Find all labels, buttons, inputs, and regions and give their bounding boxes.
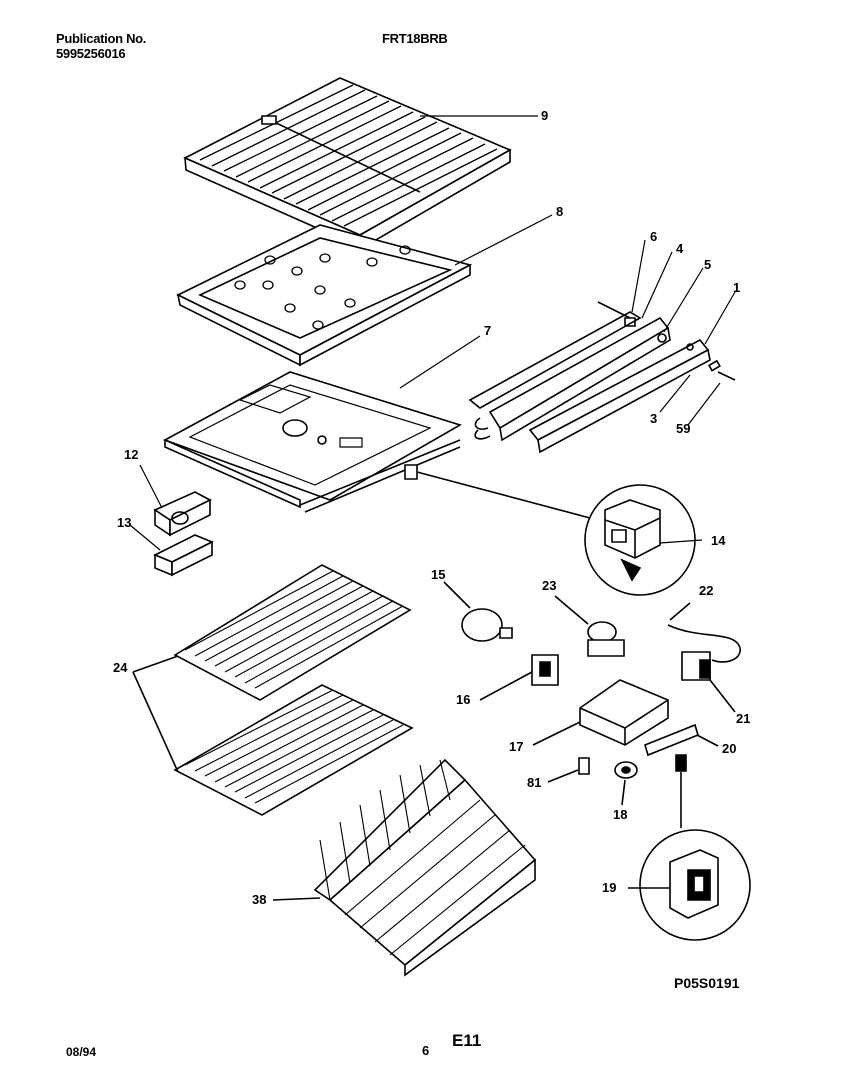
detail-circle-part-14: [405, 465, 695, 595]
drawing-code: P05S0191: [674, 975, 740, 991]
callout-4: 4: [676, 241, 684, 256]
callout-16: 16: [456, 692, 471, 707]
page-number: 6: [422, 1043, 430, 1058]
callout-15: 15: [431, 567, 446, 582]
control-plate-part-7: [165, 372, 460, 512]
control-housing-parts-1-4-5-6: [470, 302, 735, 452]
switch-part-16: [480, 655, 558, 700]
damper-control-part-23: [555, 596, 624, 656]
callout-81: 81: [527, 775, 542, 790]
callout-9: 9: [541, 108, 549, 123]
screw-part-81: [548, 758, 589, 782]
callout-3: 3: [650, 411, 658, 426]
callout-38: 38: [252, 892, 267, 907]
detail-circle-part-19: [628, 755, 750, 940]
callout-24: 24: [113, 660, 128, 675]
callout-22: 22: [699, 583, 714, 598]
top-shelf-part-9: [185, 78, 510, 248]
callout-20: 20: [722, 741, 737, 756]
wire-basket-part-38: [273, 760, 535, 975]
callout-59: 59: [676, 421, 691, 436]
callout-17: 17: [509, 739, 524, 754]
callout-5: 5: [704, 257, 712, 272]
model-number: FRT18BRB: [382, 31, 448, 46]
print-date: 08/94: [66, 1045, 97, 1059]
callout-19: 19: [602, 880, 617, 895]
callout-7: 7: [484, 323, 492, 338]
bracket-part-20: [645, 725, 718, 755]
callout-13: 13: [117, 515, 132, 530]
callout-12: 12: [124, 447, 139, 462]
shelf-frame-part-8: [178, 225, 470, 365]
control-box-part-17: [533, 680, 668, 745]
callout-21: 21: [736, 711, 751, 726]
callout-14: 14: [711, 533, 726, 548]
publication-number: 5995256016: [56, 46, 126, 61]
wire-shelves-part-24: [133, 565, 412, 815]
callout-18: 18: [613, 807, 628, 822]
knob-part-18: [615, 762, 637, 805]
callout-6: 6: [650, 229, 658, 244]
crisper-supports-parts-12-13: [155, 492, 212, 575]
leader-lines: [130, 116, 735, 550]
section-code: E11: [452, 1031, 482, 1050]
light-bulb-part-15: [444, 582, 512, 641]
callout-1: 1: [733, 280, 741, 295]
publication-label: Publication No.: [56, 31, 147, 46]
wire-terminal-parts-21-22: [668, 603, 740, 712]
callout-8: 8: [556, 204, 564, 219]
callout-23: 23: [542, 578, 557, 593]
